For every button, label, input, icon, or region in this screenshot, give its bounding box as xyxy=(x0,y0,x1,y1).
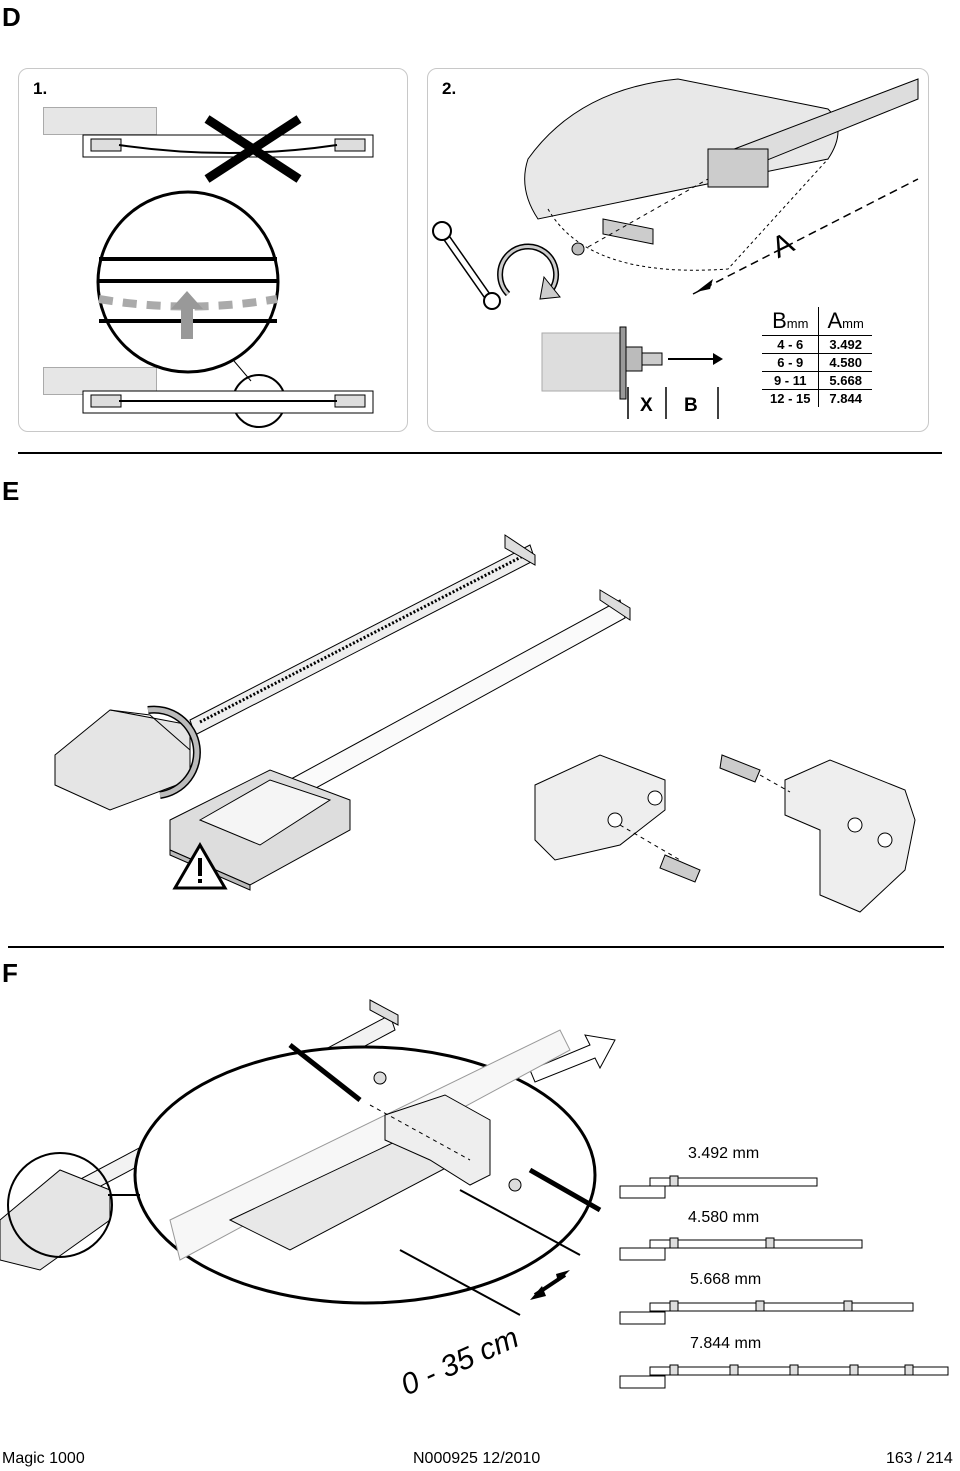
rail-diagram-7844 xyxy=(619,1364,949,1389)
dimension-x-label: X xyxy=(640,395,653,416)
rail-length-label: 5.668 mm xyxy=(690,1271,762,1288)
table-header-b: Bmm xyxy=(772,308,809,333)
rotate-arrow-icon xyxy=(147,705,201,799)
rail-diagram-3492 xyxy=(619,1175,818,1199)
wrench-icon xyxy=(432,221,501,310)
footer-document-id: N000925 12/2010 xyxy=(413,1450,541,1467)
dimension-b-label: B xyxy=(684,395,698,416)
table-header-a: Amm xyxy=(818,307,872,336)
section-d-label: D xyxy=(2,2,21,32)
warning-icon xyxy=(172,842,228,890)
footer-page-number: 163 / 214 xyxy=(886,1450,953,1467)
double-arrow-icon xyxy=(530,1270,570,1300)
section-divider-f xyxy=(8,946,944,948)
step-1-panel: 1. xyxy=(18,68,408,432)
section-e-label: E xyxy=(2,476,20,506)
rail-length-label: 3.492 mm xyxy=(688,1145,760,1162)
rail-diagram-4580 xyxy=(619,1237,863,1261)
rotate-arrow-icon xyxy=(497,243,561,300)
motor-rail-assembly-illustration xyxy=(54,534,916,913)
step-2-panel: 2. xyxy=(427,68,929,432)
rail-diagram-5668 xyxy=(619,1300,914,1325)
section-divider-e xyxy=(18,452,942,454)
footer-product-name: Magic 1000 xyxy=(2,1450,85,1467)
rail-tension-illustration xyxy=(82,115,374,428)
section-f-label: F xyxy=(2,958,18,988)
rail-length-label: 4.580 mm xyxy=(688,1209,760,1226)
rail-extension-illustration xyxy=(0,999,949,1389)
push-arrow-icon xyxy=(529,1034,616,1083)
step-1-number: 1. xyxy=(33,79,48,98)
rail-adjustment-illustration xyxy=(432,78,919,419)
rail-length-label: 7.844 mm xyxy=(690,1335,762,1352)
step-2-number: 2. xyxy=(442,79,457,98)
